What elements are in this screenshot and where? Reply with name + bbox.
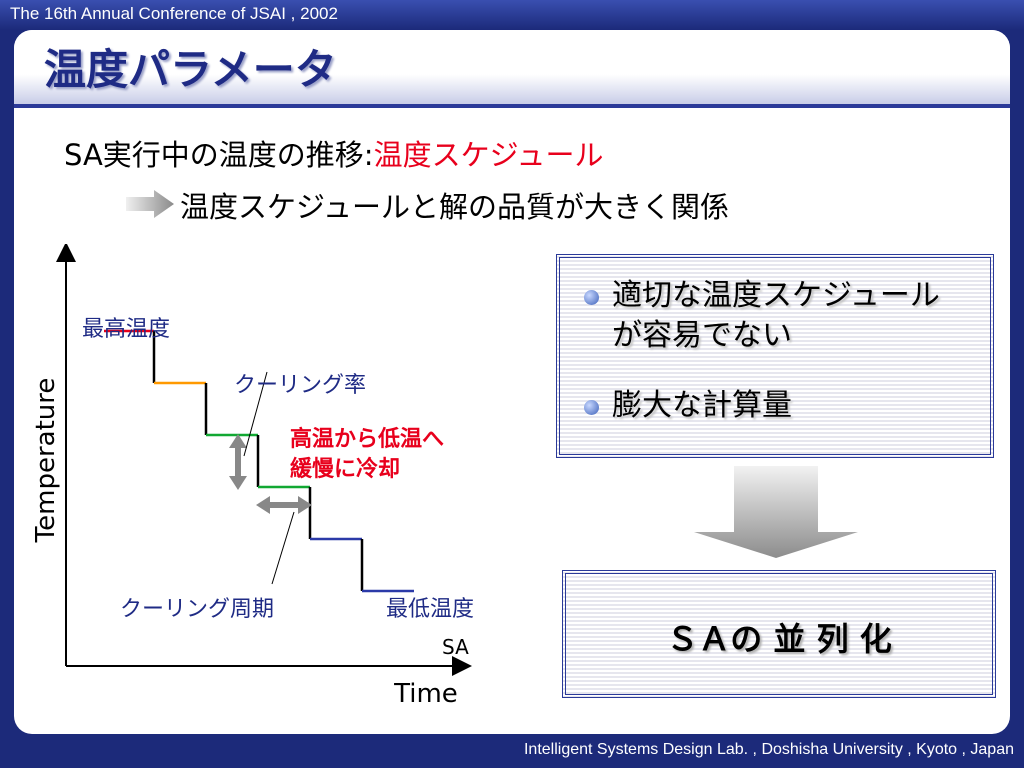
sa-curve-label: SA xyxy=(442,635,469,659)
y-axis-label: Temperature xyxy=(31,378,61,544)
cooling-rate-label: クーリング率 xyxy=(234,373,366,398)
temperature-schedule-diagram: Temperature Time xyxy=(31,244,474,709)
title-bar: 温度パラメータ xyxy=(14,30,1010,108)
temperature-steps xyxy=(104,329,414,593)
relation-line: 温度スケジュールと解の品質が大きく関係 xyxy=(180,190,729,224)
slide-panel: 温度パラメータ SA実行中の温度の推移:温度スケジュール 温度スケジュールと解の… xyxy=(14,30,1010,734)
bullet-dot-icon xyxy=(584,400,599,415)
right-arrow-icon xyxy=(126,190,174,218)
cooling-rate-pointer xyxy=(243,371,268,457)
conference-title: The 16th Annual Conference of JSAI , 200… xyxy=(10,4,338,23)
problem-item-1: 適切な温度スケジュール が容易でない xyxy=(612,276,940,356)
header-bar: The 16th Annual Conference of JSAI , 200… xyxy=(0,0,1024,30)
slide-title: 温度パラメータ xyxy=(44,45,337,94)
problem-item-2: 膨大な計算量 xyxy=(612,388,792,423)
statement-highlight: 温度スケジュール xyxy=(373,138,604,172)
cooling-rate-arrow xyxy=(229,434,247,490)
cooling-period-pointer xyxy=(271,511,295,585)
footer-lab-name: Intelligent Systems Design Lab. , Doshis… xyxy=(523,741,1014,758)
solution-box: ＳＡの 並 列 化 xyxy=(562,570,996,698)
solution-label: ＳＡの 並 列 化 xyxy=(666,620,892,658)
cooling-period-arrow xyxy=(256,496,312,514)
cooling-period-label: クーリング周期 xyxy=(120,597,274,622)
problem-item-1-line-1: 適切な温度スケジュール xyxy=(612,278,940,313)
min-temp-label: 最低温度 xyxy=(386,597,474,622)
note-line-1: 高温から低温へ xyxy=(290,426,444,452)
problem-item-1-line-2: が容易でない xyxy=(612,318,792,353)
statement-line: SA実行中の温度の推移:温度スケジュール xyxy=(64,132,604,174)
bullet-dot-icon xyxy=(584,290,599,305)
x-axis-label: Time xyxy=(393,679,458,709)
problems-box: 適切な温度スケジュール が容易でない 膨大な計算量 xyxy=(556,254,994,458)
max-temp-label: 最高温度 xyxy=(82,317,170,342)
statement-prefix: SA実行中の温度の推移: xyxy=(64,138,374,172)
note-line-2: 緩慢に冷却 xyxy=(290,456,400,482)
down-arrow-icon xyxy=(694,466,858,558)
